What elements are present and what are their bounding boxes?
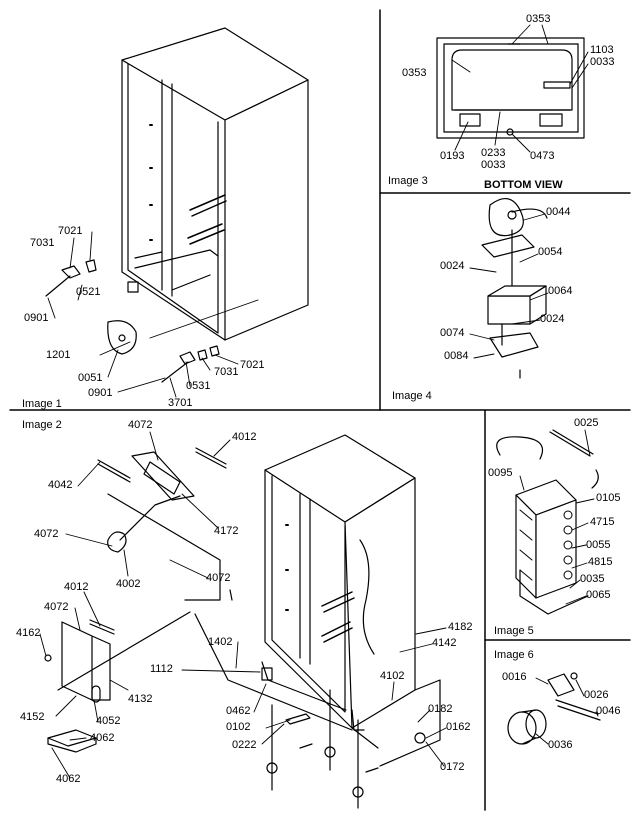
part-label: 1112	[150, 663, 173, 675]
part-label: 0102	[226, 721, 251, 733]
part-label: 0026	[584, 689, 609, 701]
image1-cabinet	[121, 27, 309, 341]
part-label: 0222	[232, 739, 257, 751]
part-label: 0233	[481, 147, 506, 159]
part-label: 4162	[16, 627, 41, 639]
image6-leaders	[535, 677, 599, 745]
part-label: 0024	[440, 260, 465, 272]
part-label: 0046	[596, 705, 621, 717]
image3-bottom-view	[436, 37, 585, 139]
part-label: 1201	[46, 349, 71, 361]
image5-title: Image 5	[494, 625, 534, 637]
part-label: 0033	[590, 56, 615, 68]
part-label: 4042	[48, 479, 73, 491]
part-label: 0095	[488, 467, 513, 479]
part-label: 0162	[446, 721, 471, 733]
part-label: 0353	[526, 13, 551, 25]
part-label: 0055	[586, 539, 611, 551]
image1-title: Image 1	[22, 398, 62, 410]
image1-leaders	[47, 231, 259, 398]
part-label: 4132	[128, 693, 153, 705]
part-label: 0033	[481, 159, 506, 171]
part-label: 4142	[432, 637, 457, 649]
part-label: 0035	[580, 573, 605, 585]
part-label: 4172	[214, 525, 239, 537]
part-label: 0193	[440, 150, 465, 162]
image2-leaders	[39, 431, 447, 779]
part-label: 4052	[96, 715, 121, 727]
image3-subtitle: BOTTOM VIEW	[484, 179, 563, 191]
part-label: 0065	[586, 589, 611, 601]
part-label: 0044	[546, 206, 571, 218]
part-label: 0462	[226, 705, 251, 717]
part-label: 0901	[88, 387, 113, 399]
part-label: 1103	[590, 44, 614, 56]
image4-fan-assembly	[481, 198, 548, 379]
part-label: 0084	[444, 350, 469, 362]
part-label: 0016	[502, 671, 527, 683]
image4-title: Image 4	[392, 390, 432, 402]
part-label: 0036	[548, 739, 573, 751]
image3-leaders	[451, 24, 589, 153]
part-label: 0172	[440, 761, 465, 773]
image5-leaders	[519, 429, 595, 605]
part-label: 1402	[208, 636, 233, 648]
part-label: 4182	[448, 621, 473, 633]
part-label: 4072	[206, 572, 231, 584]
part-label: 4152	[20, 711, 45, 723]
part-label: 7021	[58, 225, 83, 237]
part-label: 0064	[548, 285, 573, 297]
image2-cabinet	[264, 434, 416, 729]
part-label: 4002	[116, 578, 141, 590]
part-label: 0353	[402, 67, 427, 79]
part-label: 4102	[380, 670, 405, 682]
part-label: 7031	[30, 237, 55, 249]
image6-title: Image 6	[494, 649, 534, 661]
part-label: 4062	[56, 773, 81, 785]
part-label: 4072	[128, 419, 153, 431]
part-label: 0051	[78, 372, 103, 384]
part-label: 0473	[530, 150, 555, 162]
image4-leaders	[469, 213, 549, 359]
part-label: 0182	[428, 703, 453, 715]
part-label: 0521	[76, 286, 101, 298]
part-label: 4815	[588, 556, 613, 568]
part-label: 0024	[540, 313, 565, 325]
part-label: 0901	[24, 312, 49, 324]
part-label: 0025	[574, 417, 599, 429]
image5-evaporator	[496, 429, 599, 615]
part-label: 4715	[590, 516, 615, 528]
image3-title: Image 3	[388, 175, 428, 187]
image2-loose-parts	[44, 447, 233, 753]
part-label: 7021	[240, 359, 265, 371]
image2-title: Image 2	[22, 419, 62, 431]
part-label: 0531	[186, 380, 211, 392]
part-label: 4072	[34, 528, 59, 540]
part-label: 7031	[214, 366, 239, 378]
part-label: 4012	[232, 431, 257, 443]
part-label: 4072	[44, 601, 69, 613]
part-label: 0105	[596, 492, 621, 504]
part-label: 0054	[538, 246, 563, 258]
panel-borders	[9, 9, 631, 811]
image6-motor	[507, 672, 601, 745]
part-label: 3701	[168, 397, 193, 409]
part-label: 4012	[64, 581, 89, 593]
part-label: 0074	[440, 327, 465, 339]
image2-base-parts	[194, 613, 441, 809]
part-label: 4062	[90, 732, 115, 744]
